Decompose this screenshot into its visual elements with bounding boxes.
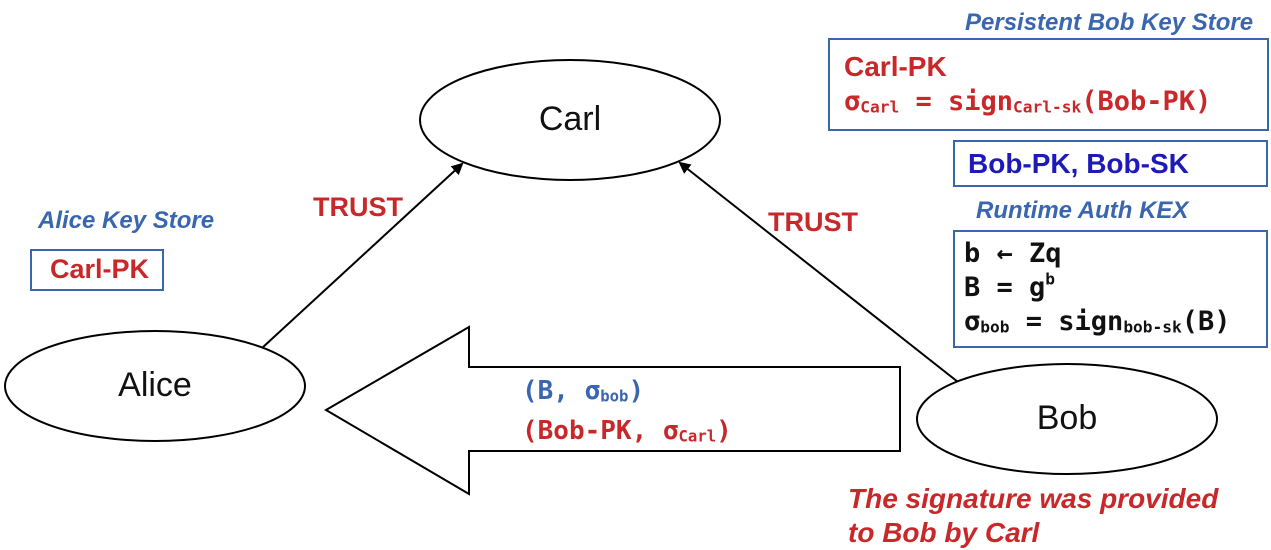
message-kex-open: (B, σ: [522, 376, 601, 406]
node-bob-label: Bob: [1036, 399, 1098, 437]
kex-sigma-symbol: σ: [964, 306, 981, 337]
message-cert-open: (Bob-PK, σ: [522, 416, 679, 446]
message-kex-sub: bob: [600, 387, 629, 406]
edge-bob-to-carl: [678, 161, 959, 383]
signature-note: The signature was provided to Bob by Car…: [848, 482, 1218, 550]
kex-sigma-subscript: bob: [980, 317, 1010, 337]
runtime-auth-kex-box: b ← Zq B = gb σbob = signbob-sk(B): [953, 230, 1268, 348]
alice-key-store-box: Carl-PK: [30, 249, 164, 291]
persistent-bob-key-store-title: Persistent Bob Key Store: [965, 9, 1254, 36]
message-line-kex: (B, σbob): [522, 376, 644, 406]
message-cert-close: ): [716, 416, 732, 446]
message-kex-close: ): [628, 376, 645, 406]
message-arrow: [324, 325, 901, 496]
node-carl-shape: [419, 59, 721, 181]
kex-public-base: B = g: [964, 272, 1046, 303]
message-cert-sub: Carl: [678, 427, 717, 446]
kex-line-signature: σbob = signbob-sk(B): [964, 306, 1231, 337]
trust-label-bob-carl: TRUST: [768, 207, 858, 237]
node-alice-shape: [4, 330, 306, 442]
node-alice-label: Alice: [118, 366, 192, 404]
sigma-symbol: σ: [844, 86, 861, 117]
persistent-bob-key-store-box: Carl-PK σCarl = signCarl-sk(Bob-PK): [828, 38, 1269, 131]
kex-sign-subscript: bob-sk: [1123, 317, 1182, 337]
bob-keys-box: Bob-PK, Bob-SK: [953, 140, 1268, 187]
bob-keys-text: Bob-PK, Bob-SK: [968, 148, 1189, 179]
node-carl-label: Carl: [538, 100, 602, 138]
carl-signature-line: σCarl = signCarl-sk(Bob-PK): [844, 86, 1211, 117]
node-bob-shape: [916, 363, 1218, 475]
edge-alice-to-carl: [261, 162, 464, 349]
kex-sign-argument: (B): [1181, 306, 1231, 337]
runtime-auth-kex-title: Runtime Auth KEX: [976, 197, 1189, 224]
sign-function: = sign: [899, 86, 1014, 117]
alice-key-store-title: Alice Key Store: [38, 207, 215, 234]
message-line-cert: (Bob-PK, σCarl): [522, 416, 732, 446]
bob-store-carl-pk: Carl-PK: [844, 51, 947, 82]
sigma-subscript: Carl: [860, 97, 900, 117]
signature-note-line2: to Bob by Carl: [848, 517, 1040, 548]
kex-line-random: b ← Zq: [964, 238, 1062, 269]
sign-argument: (Bob-PK): [1081, 86, 1212, 117]
sign-subscript: Carl-sk: [1013, 97, 1082, 117]
signature-note-line1: The signature was provided: [848, 483, 1219, 514]
kex-public-exponent: b: [1045, 269, 1056, 289]
kex-sign-function: = sign: [1009, 306, 1124, 337]
kex-line-public: B = gb: [964, 269, 1056, 303]
trust-label-alice-carl: TRUST: [313, 192, 403, 222]
alice-carl-pk: Carl-PK: [50, 254, 150, 284]
